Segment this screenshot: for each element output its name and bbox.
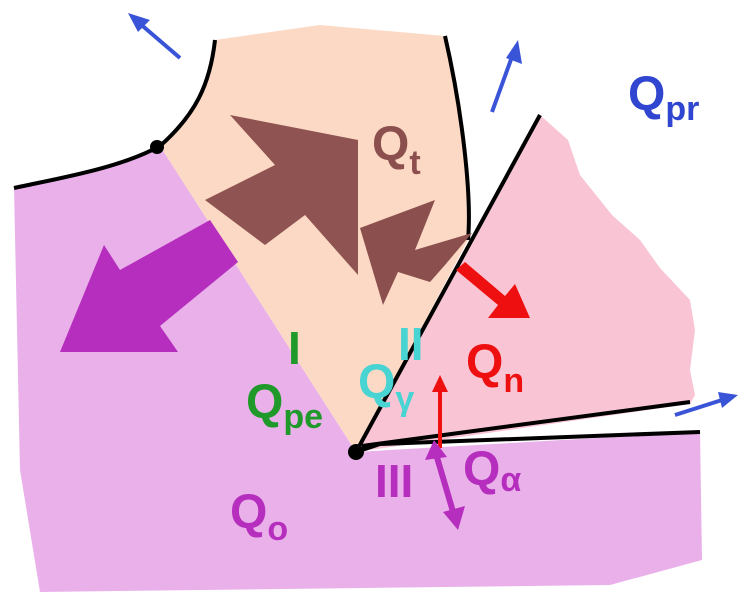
shear-zone-end-point xyxy=(150,140,164,154)
q-pr-label: Qpr xyxy=(628,68,699,128)
tool-tip-point xyxy=(348,444,364,460)
environment-heat-arrow-left xyxy=(128,13,180,58)
zone-3-label: III xyxy=(375,455,413,507)
zone-2-label: II xyxy=(398,318,424,370)
zone-1-label: I xyxy=(288,322,301,374)
environment-heat-arrow-middle xyxy=(492,40,522,112)
